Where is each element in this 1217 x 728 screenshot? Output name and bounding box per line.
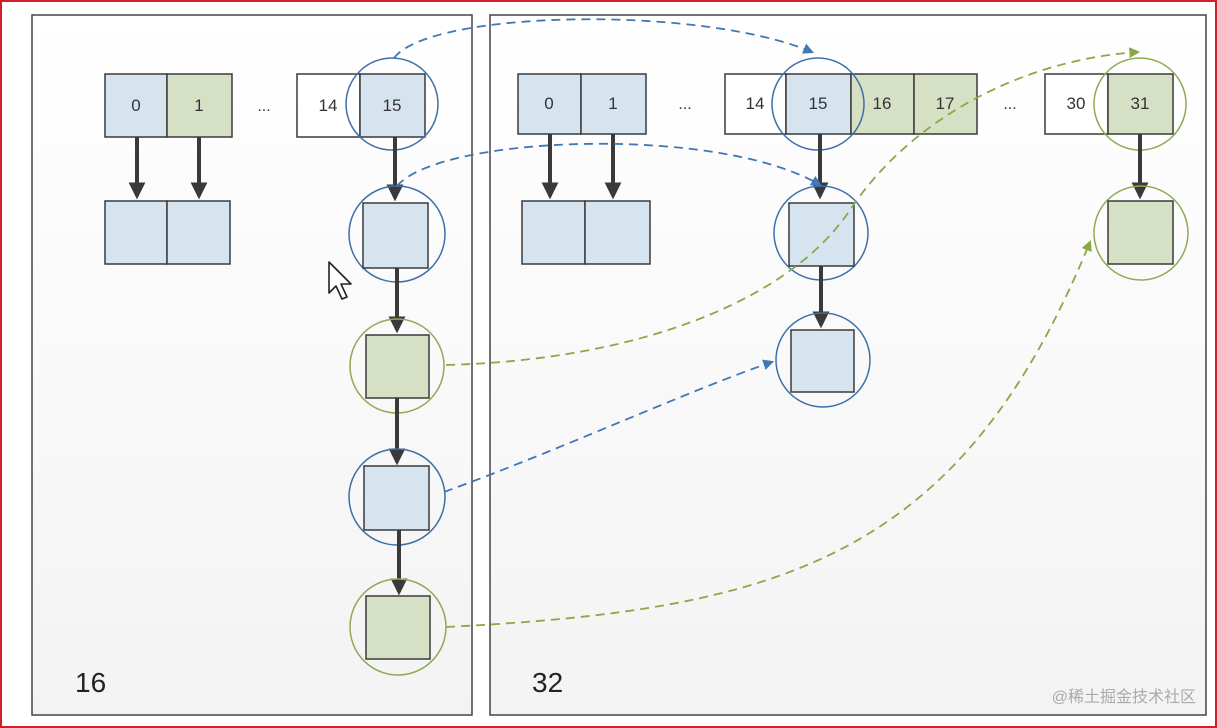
- right-bucket-0-label: 0: [544, 94, 553, 113]
- chain-node-3: [363, 465, 430, 531]
- watermark-text: @稀土掘金技术社区: [1052, 688, 1196, 706]
- chain-node-2: [365, 334, 430, 399]
- right-chain-node-1: [788, 202, 855, 267]
- left-bucket-14-label: 14: [319, 96, 338, 115]
- chain-node-4: [365, 595, 431, 660]
- left-bucket-14: [296, 73, 361, 138]
- right-bucket-1-label: 1: [608, 94, 617, 113]
- right-bucket-31: [1107, 73, 1174, 135]
- right-bucket-array: 0 1 ... 14 15 16 17 ... 30 31: [517, 57, 1187, 151]
- right-capacity-label: 32: [532, 667, 563, 698]
- right-bucket-17-label: 17: [936, 94, 955, 113]
- dash-green-node4: [445, 240, 1092, 628]
- left-node-b1: [166, 200, 231, 265]
- right-bucket-1: [580, 73, 647, 135]
- dash-green-node2: [445, 47, 1141, 366]
- right-bucket-30: [1044, 73, 1109, 135]
- right-bucket-30-label: 30: [1067, 94, 1086, 113]
- left-bucket-array: 0 1 ... 14 15: [104, 57, 439, 151]
- left-bucket-15: [359, 73, 426, 138]
- left-bucket-15-ring: [345, 57, 439, 151]
- right-b31-node: [1107, 200, 1174, 265]
- left-bucket-1-label: 1: [194, 96, 203, 115]
- mouse-cursor-icon: [328, 261, 352, 300]
- right-bucket-31-label: 31: [1131, 94, 1150, 113]
- left-capacity-label: 16: [75, 667, 106, 698]
- right-ellipsis-1: ...: [678, 96, 691, 113]
- right-bucket-14-label: 14: [746, 94, 765, 113]
- chain-node-1: [362, 202, 429, 269]
- left-chain-15: [348, 137, 447, 676]
- left-bucket-15-label: 15: [383, 96, 402, 115]
- dash-blue-node1: [396, 142, 822, 187]
- right-b31-node-ring: [1093, 185, 1189, 281]
- right-node-b0: [521, 200, 586, 265]
- right-bucket-16: [850, 73, 915, 135]
- right-chain-node-2-ring: [775, 312, 871, 408]
- right-chain-node-2: [790, 329, 855, 393]
- left-node-b0: [104, 200, 168, 265]
- left-bucket-0-label: 0: [131, 96, 140, 115]
- left-ellipsis: ...: [257, 98, 270, 115]
- right-bucket-16-label: 16: [873, 94, 892, 113]
- dash-blue-head: [393, 18, 814, 59]
- right-bucket-15-label: 15: [809, 94, 828, 113]
- right-node-b1: [584, 200, 651, 265]
- right-ellipsis-2: ...: [1003, 96, 1016, 113]
- dash-blue-node3: [443, 359, 775, 493]
